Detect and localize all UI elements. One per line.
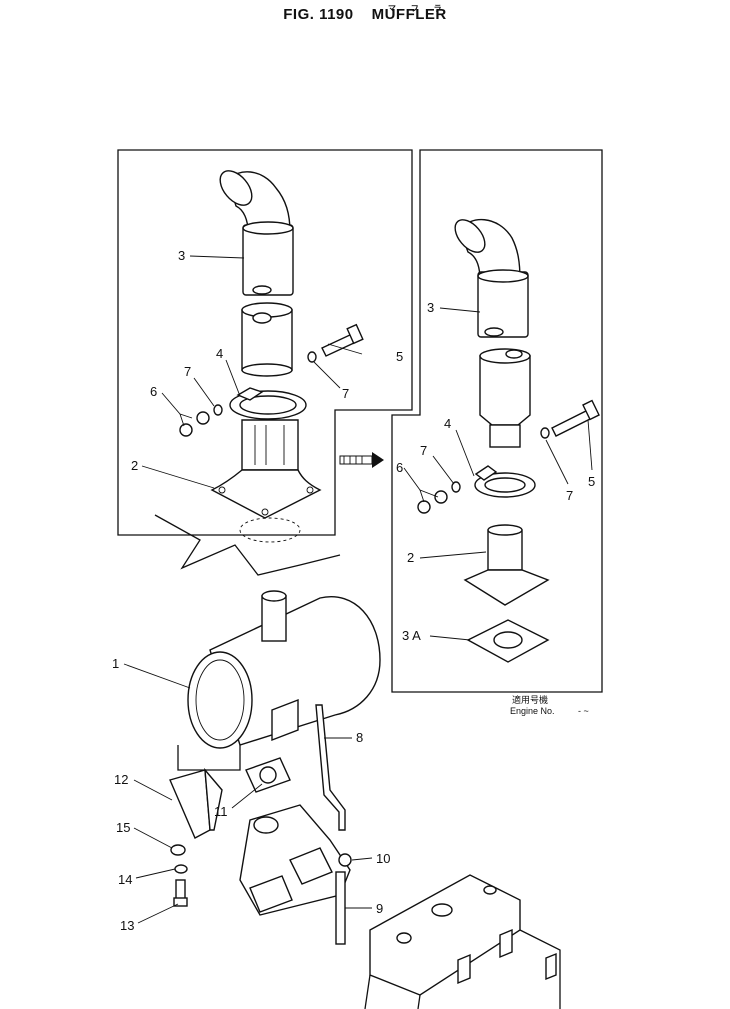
cylinder-head: [364, 874, 561, 1009]
break-line: [154, 514, 341, 576]
washer-right-a: [540, 427, 550, 439]
tail-pipe-elbow-right: [454, 218, 529, 338]
callout-12: 12: [114, 772, 128, 787]
callout-2-right: 2: [407, 550, 414, 565]
engine-no-label-jp: 適用号機: [512, 694, 548, 705]
left-assembly-frame: [117, 149, 413, 536]
clamp-band-left: [229, 387, 307, 420]
callout-10: 10: [376, 851, 390, 866]
bolt-right: [551, 399, 600, 437]
exhaust-manifold: [239, 804, 351, 916]
flange-pipe-right: [463, 524, 550, 606]
callout-2-left: 2: [131, 458, 138, 473]
figure-title: FIG. 1190 MUFFLER マ フ ラ: [0, 4, 730, 23]
variant-arrow: [339, 452, 384, 468]
callout-7-right-b: 7: [420, 443, 427, 458]
pipe-8: [315, 704, 346, 831]
callout-6-left: 6: [150, 384, 157, 399]
callout-6-right: 6: [396, 460, 403, 475]
bolt-left: [321, 323, 364, 357]
engine-no-range: - ~: [578, 706, 589, 716]
washer-left-b: [213, 404, 223, 416]
callout-7-left-a: 7: [342, 386, 349, 401]
inner-pipe-left: [241, 302, 293, 377]
callout-5-right: 5: [588, 474, 595, 489]
washer-right-b: [451, 481, 461, 493]
figure-number: FIG. 1190: [283, 6, 354, 23]
callout-4-left: 4: [216, 346, 223, 361]
bracket-12: [169, 745, 241, 839]
figure-name-kana: マ フ ラ: [388, 4, 448, 13]
figure-name: MUFFLER: [371, 6, 447, 23]
muffler-body-right: [479, 348, 531, 448]
callout-1: 1: [112, 656, 119, 671]
gasket-outline-dashed: [239, 517, 301, 543]
right-variant-frame: [391, 149, 603, 693]
callout-4-right: 4: [444, 416, 451, 431]
callout-13: 13: [120, 918, 134, 933]
washer-14: [174, 864, 188, 874]
leader-lines: [123, 255, 593, 924]
nut-10: [338, 853, 352, 867]
washer-15: [170, 844, 186, 856]
callout-3-left: 3: [178, 248, 185, 263]
callout-14: 14: [118, 872, 132, 887]
callout-7-right-a: 7: [566, 488, 573, 503]
callout-8: 8: [356, 730, 363, 745]
callout-7-left-b: 7: [184, 364, 191, 379]
clamp-band-right: [474, 465, 536, 498]
callout-11: 11: [214, 804, 228, 819]
callout-9: 9: [376, 901, 383, 916]
callout-5-left: 5: [396, 349, 403, 364]
callout-3-right: 3: [427, 300, 434, 315]
flange-pipe-left: [210, 419, 322, 519]
nuts-right: [417, 490, 448, 514]
gasket-11: [245, 757, 291, 793]
bolt-13: [173, 879, 188, 907]
callout-3A: 3 A: [402, 628, 421, 643]
muffler-canister: [187, 590, 381, 749]
nuts-left: [179, 411, 210, 437]
gasket-right: [466, 619, 550, 663]
stud-9: [335, 871, 346, 945]
engine-no-label: Engine No.: [510, 706, 555, 716]
callout-15: 15: [116, 820, 130, 835]
washer-left-a: [307, 351, 317, 363]
tail-pipe-elbow-left: [219, 170, 294, 296]
